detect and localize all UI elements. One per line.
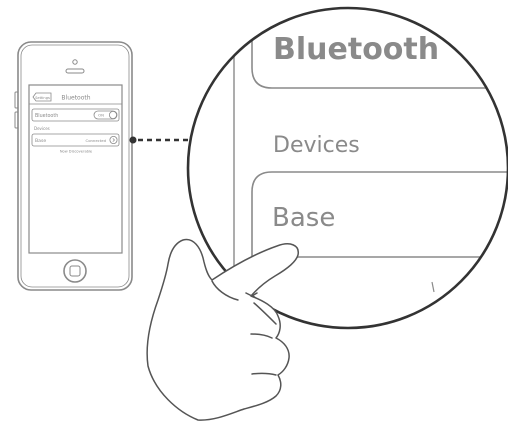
- devices-section-header: Devices: [34, 126, 50, 131]
- toggle-icon: [109, 111, 118, 120]
- back-button-label: Settings: [35, 96, 50, 100]
- knuckle-line: [251, 372, 277, 376]
- lens-title: Bluetooth: [273, 32, 439, 67]
- phone: [14, 41, 133, 291]
- speaker-grille: [65, 68, 85, 74]
- toggle-label: ON: [98, 113, 104, 118]
- hand-pointer-icon: [146, 238, 299, 421]
- knuckle-line: [250, 333, 273, 339]
- phone-screen: [28, 84, 123, 254]
- volume-button: [14, 91, 19, 109]
- nav-title: Bluetooth: [61, 95, 90, 102]
- lens-device-name: Base: [272, 203, 335, 233]
- back-button[interactable]: [32, 92, 52, 102]
- bluetooth-row-label: Bluetooth: [35, 113, 58, 119]
- discoverable-note: Now Discoverable: [60, 150, 93, 154]
- lens-partial-stroke: [431, 281, 435, 293]
- device-row[interactable]: [31, 133, 120, 147]
- info-icon-chevron: [112, 138, 116, 142]
- home-button-square: [69, 265, 81, 277]
- device-name: Base: [35, 138, 46, 144]
- lens-bluetooth-row: [251, 8, 508, 89]
- home-button-icon[interactable]: [63, 259, 87, 283]
- callout-dot: [129, 136, 137, 144]
- bluetooth-toggle[interactable]: [93, 110, 118, 120]
- device-status: Connected: [86, 138, 107, 143]
- bluetooth-row: [31, 108, 120, 122]
- front-camera: [72, 59, 78, 65]
- knuckle-line: [253, 302, 277, 325]
- lens-rim: [186, 6, 508, 330]
- finger-crease: [211, 280, 239, 301]
- phone-screen-content: Settings Bluetooth Bluetooth ON Devices …: [29, 92, 122, 154]
- lens-section-header: Devices: [273, 133, 360, 158]
- phone-body-inner: [20, 44, 130, 288]
- volume-button: [14, 111, 19, 129]
- lens-device-row: [251, 171, 508, 328]
- phone-body: [17, 41, 133, 291]
- magnifier-lens: Bluetooth Devices Base: [186, 6, 508, 330]
- info-icon[interactable]: [109, 135, 118, 144]
- finger-nail: [245, 292, 258, 297]
- hand-outline: [146, 238, 299, 421]
